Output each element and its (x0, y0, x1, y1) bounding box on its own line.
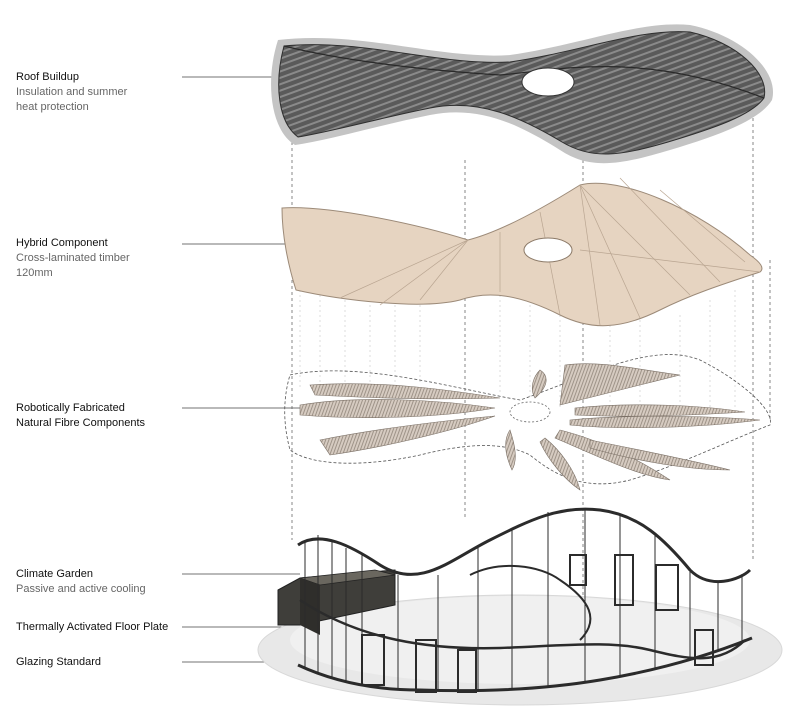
robotic-sub1: Natural Fibre Components (16, 417, 146, 429)
label-roof-buildup: Roof Buildup Insulation and summer heat … (16, 70, 127, 115)
label-glazing-standard: Glazing Standard (16, 655, 101, 670)
alignment-dashes (291, 100, 771, 600)
timber-oculus (523, 237, 573, 263)
hybrid-component-layer (281, 177, 763, 327)
fibre-petals (299, 363, 761, 491)
hybrid-sub2: 120mm (16, 267, 53, 279)
fibre-components-layer (284, 354, 771, 491)
roof-buildup-layer (271, 24, 774, 164)
roof-oculus (521, 67, 575, 97)
roof-surface (278, 31, 766, 155)
floor-plate-layer (257, 594, 783, 706)
hybrid-sub1: Cross-laminated timber (16, 252, 130, 264)
doors (361, 554, 714, 693)
floor-title: Thermally Activated Floor Plate (16, 621, 169, 633)
label-hybrid-component: Hybrid Component Cross-laminated timber … (16, 236, 130, 281)
label-robotic-fibre: Robotically Fabricated Natural Fibre Com… (16, 401, 145, 431)
roof-sub1: Insulation and summer (16, 86, 128, 98)
timber-surface (281, 182, 763, 327)
hybrid-title: Hybrid Component (16, 237, 108, 249)
leader-lines (182, 76, 610, 663)
glazing-title: Glazing Standard (16, 656, 101, 668)
robotic-title: Robotically Fabricated (16, 402, 125, 414)
glazing-facade (297, 507, 753, 693)
label-floor-plate: Thermally Activated Floor Plate (16, 620, 168, 635)
climate-sub1: Passive and active cooling (16, 583, 146, 595)
climate-title: Climate Garden (16, 568, 94, 580)
roof-sub2: heat protection (16, 101, 89, 113)
roof-title: Roof Buildup (16, 71, 79, 83)
label-climate-garden: Climate Garden Passive and active coolin… (16, 567, 146, 597)
fibre-outline (284, 354, 771, 485)
